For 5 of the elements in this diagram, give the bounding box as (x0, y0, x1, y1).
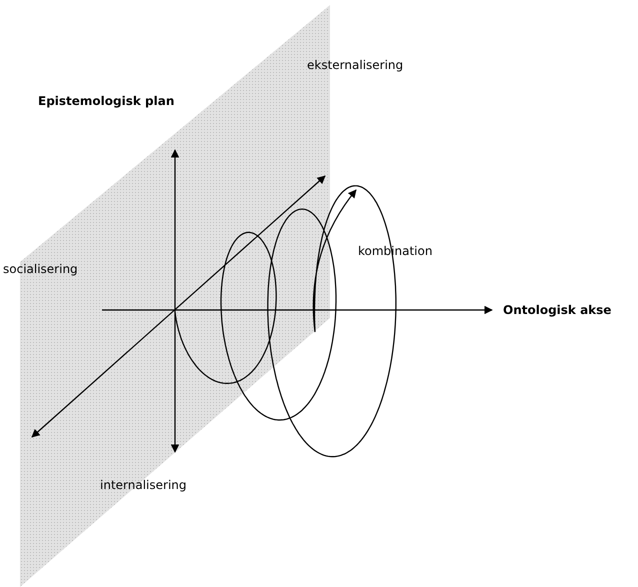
mode-label: socialisering (3, 262, 78, 276)
mode-label: eksternalisering (307, 58, 404, 72)
mode-label: internalisering (100, 478, 187, 492)
axis-title: Ontologisk akse (503, 303, 612, 317)
axis-title: Epistemologisk plan (38, 94, 174, 108)
